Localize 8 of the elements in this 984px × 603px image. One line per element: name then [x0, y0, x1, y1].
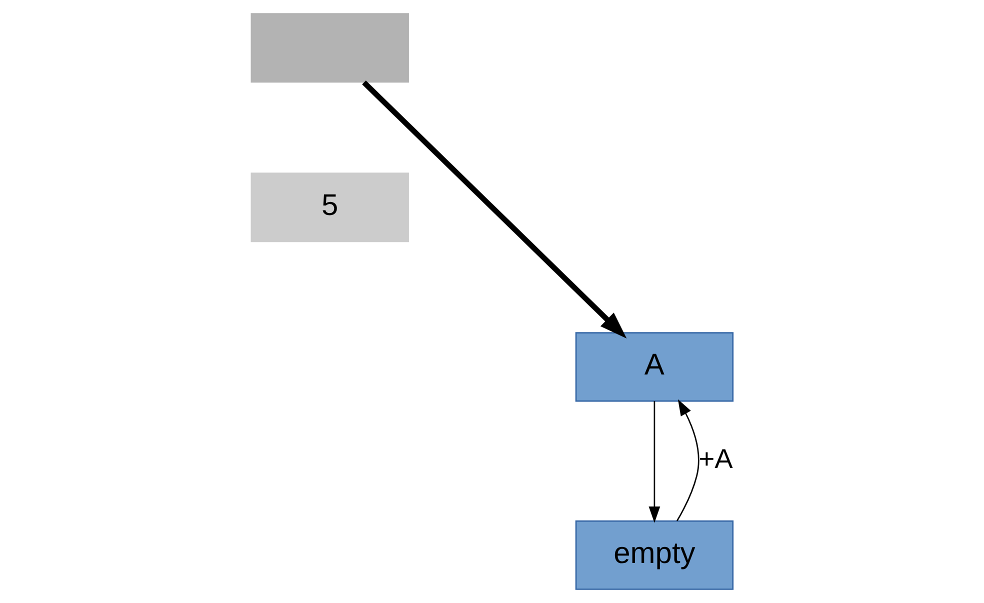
node-box: empty	[574, 520, 734, 590]
node-box: A	[574, 332, 734, 402]
arrow	[676, 399, 699, 522]
node-box	[250, 13, 408, 83]
arrow	[648, 401, 660, 523]
edge-label: +A	[698, 442, 732, 474]
arrow	[362, 80, 626, 339]
node-box: 5	[250, 172, 408, 242]
